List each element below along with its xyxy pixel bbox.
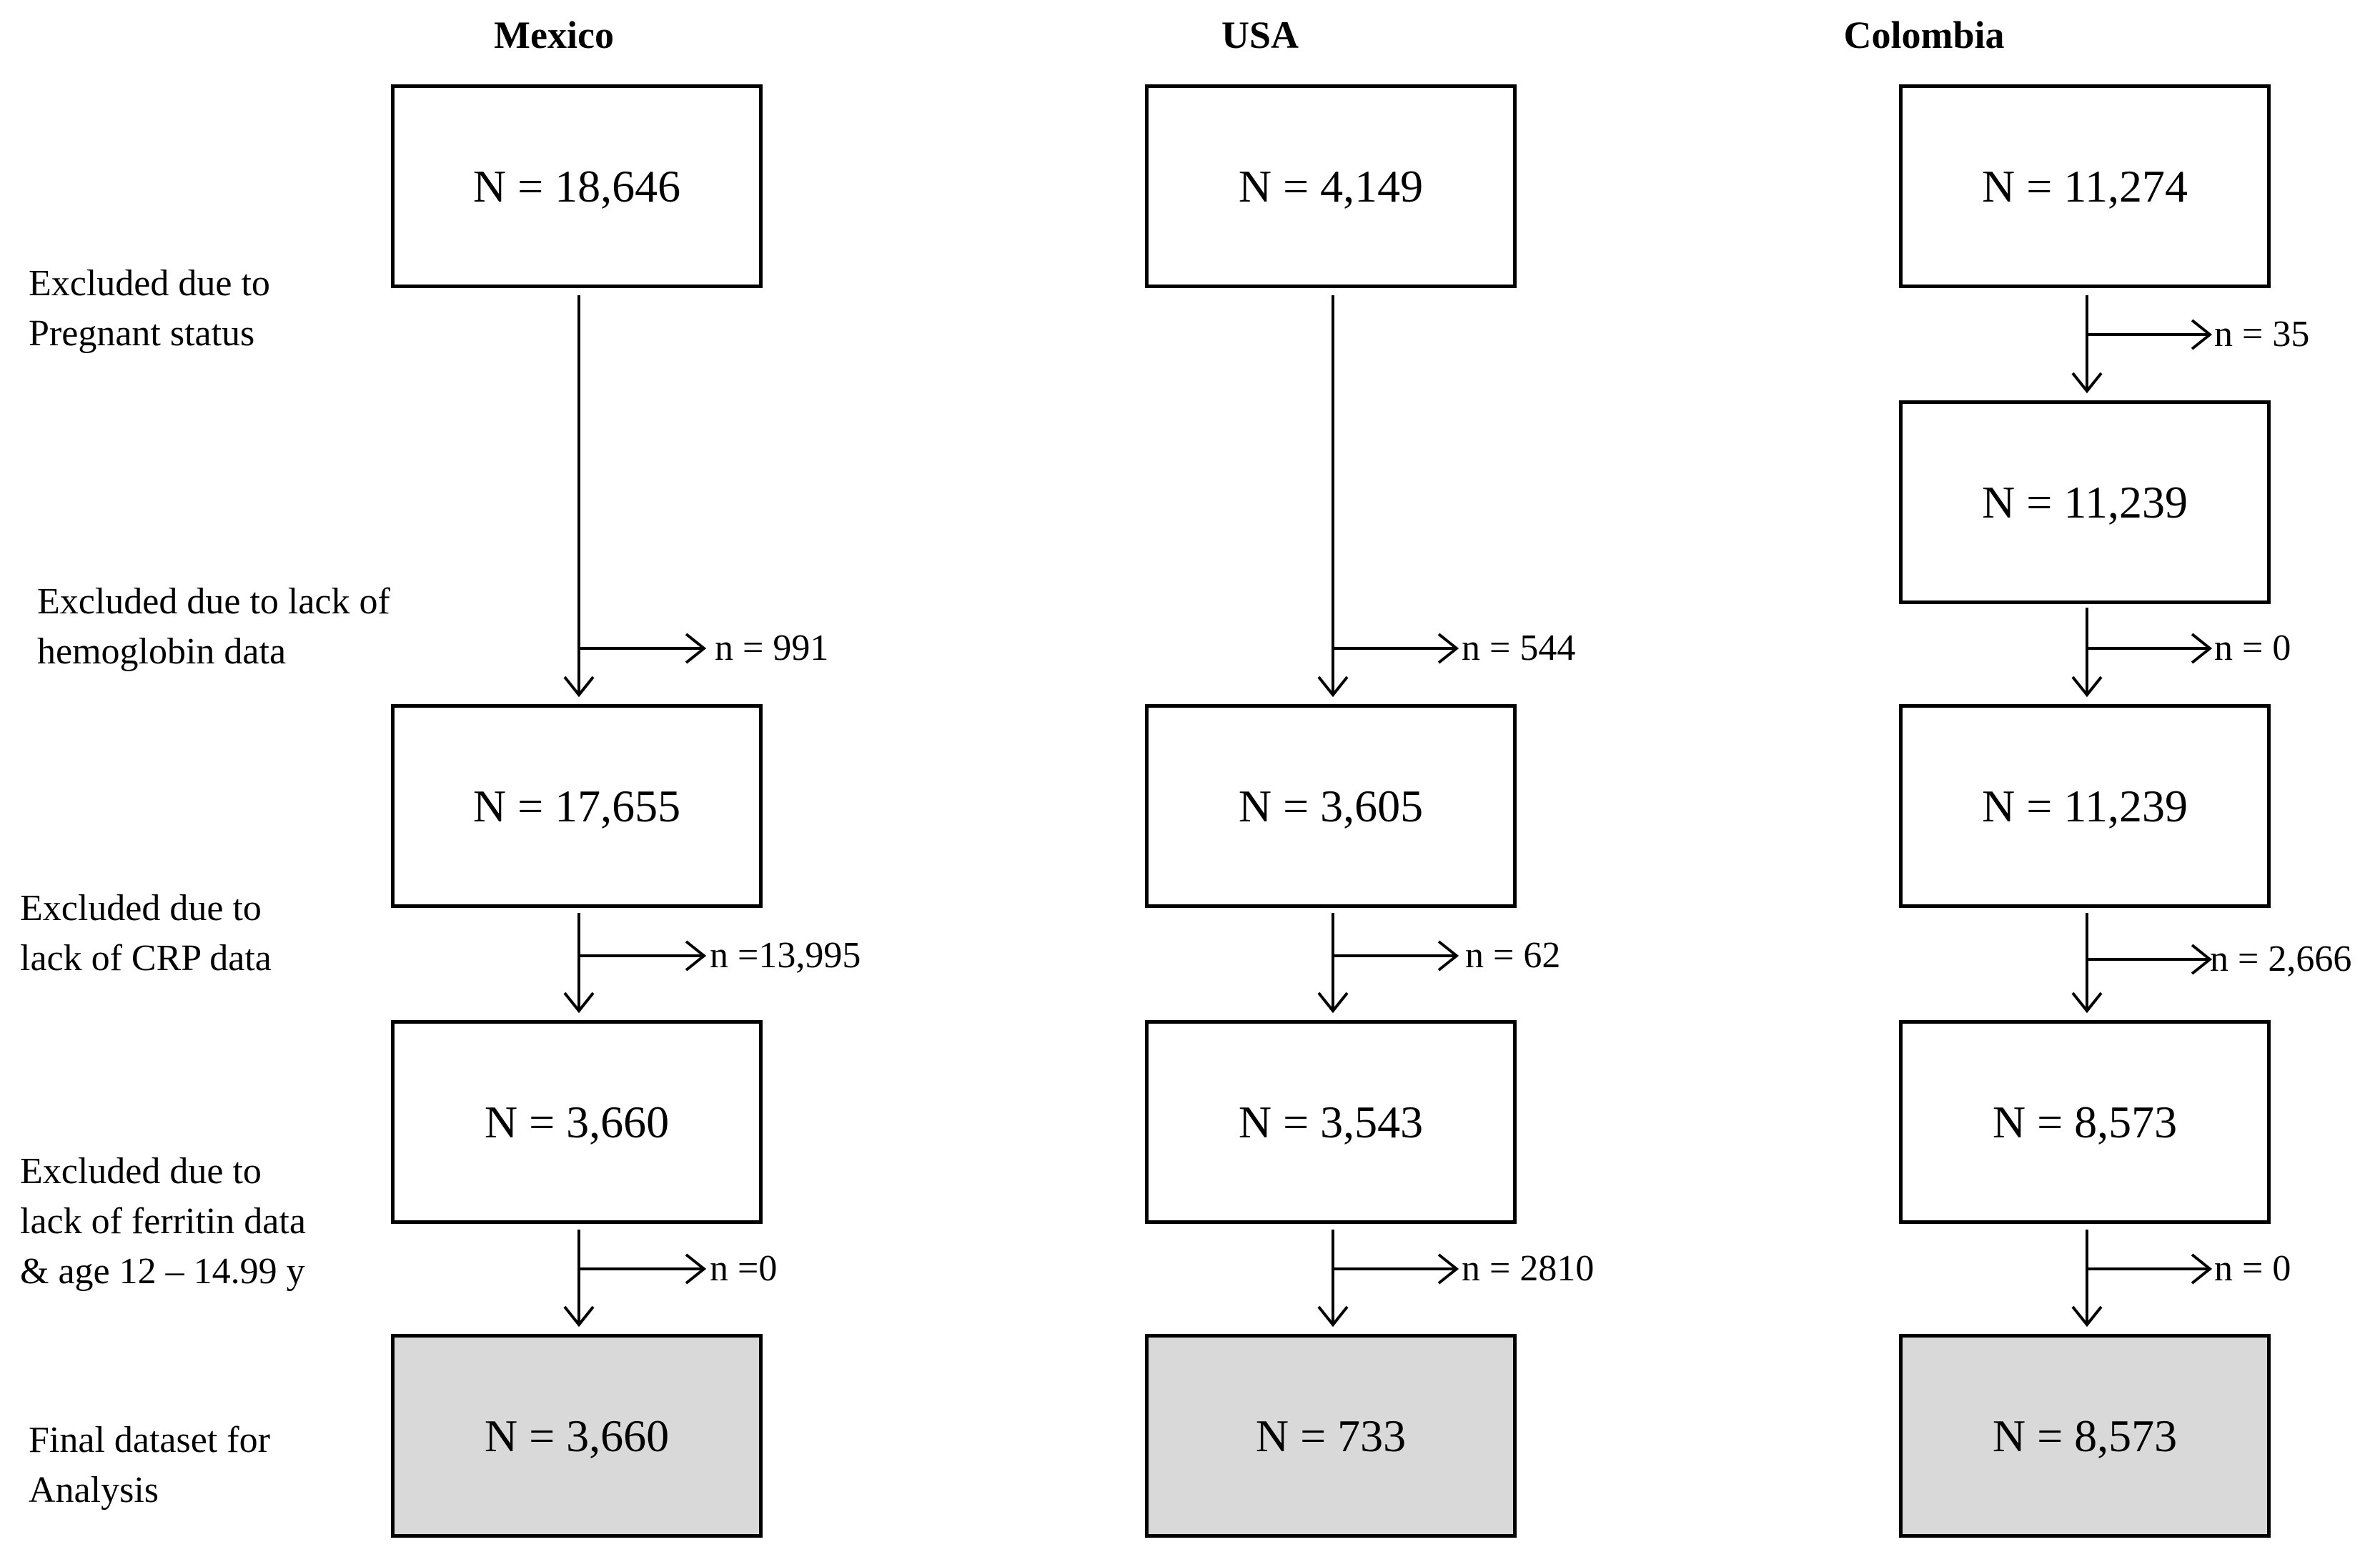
colombia-excluded-crp: n = 2,666 [2210, 939, 2352, 979]
mexico-excluded-crp: n =13,995 [710, 935, 861, 976]
mexico-box-initial: N = 18,646 [391, 84, 763, 288]
colombia-box-after-pregnant: N = 11,239 [1899, 400, 2271, 604]
column-header-mexico: Mexico [494, 14, 614, 56]
mexico-box-final: N = 3,660 [391, 1334, 763, 1538]
usa-excluded-hemoglobin: n = 544 [1462, 628, 1576, 668]
colombia-box-after-hemoglobin: N = 11,239 [1899, 704, 2271, 908]
colombia-excluded-hemoglobin: n = 0 [2214, 628, 2291, 668]
usa-box-final: N = 733 [1145, 1334, 1517, 1538]
mexico-excluded-hemoglobin: n = 991 [715, 628, 829, 668]
colombia-box-after-crp: N = 8,573 [1899, 1020, 2271, 1224]
usa-excluded-ferritin: n = 2810 [1462, 1248, 1595, 1289]
colombia-excluded-ferritin: n = 0 [2214, 1248, 2291, 1289]
colombia-box-final: N = 8,573 [1899, 1334, 2271, 1538]
column-header-usa: USA [1221, 14, 1299, 56]
colombia-excluded-pregnant: n = 35 [2214, 314, 2310, 355]
usa-box-initial: N = 4,149 [1145, 84, 1517, 288]
usa-box-after-hemoglobin: N = 3,605 [1145, 704, 1517, 908]
mexico-box-after-hemoglobin: N = 17,655 [391, 704, 763, 908]
colombia-box-initial: N = 11,274 [1899, 84, 2271, 288]
usa-excluded-crp: n = 62 [1465, 935, 1561, 976]
mexico-box-after-crp: N = 3,660 [391, 1020, 763, 1224]
mexico-excluded-ferritin: n =0 [710, 1248, 778, 1289]
column-header-colombia: Colombia [1843, 14, 2005, 56]
usa-box-after-crp: N = 3,543 [1145, 1020, 1517, 1224]
